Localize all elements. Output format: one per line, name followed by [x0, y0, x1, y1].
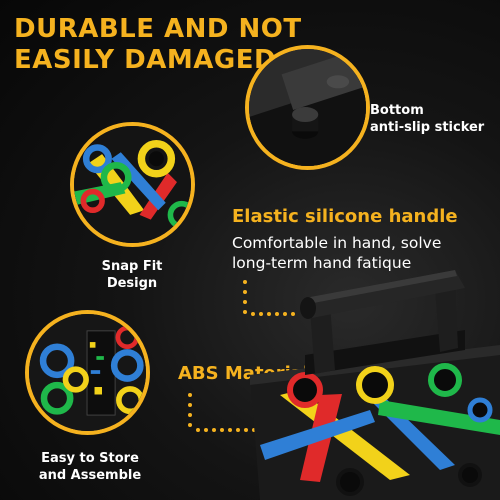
- store-assemble-label: Easy to Store and Assemble: [30, 450, 150, 484]
- headline-line-1: DURABLE AND NOT: [14, 14, 302, 44]
- store-assemble-label-line-1: Easy to Store: [41, 451, 139, 466]
- headline: DURABLE AND NOT EASILY DAMAGED: [14, 14, 302, 76]
- bottom-sticker-label: Bottom anti-slip sticker: [370, 102, 484, 136]
- snap-fit-detail-image: [70, 122, 195, 247]
- bottom-sticker-label-line-2: anti-slip sticker: [370, 120, 485, 135]
- handle-feature-description-line-2: long-term hand fatique: [232, 254, 412, 272]
- store-assemble-label-line-2: and Assemble: [38, 468, 142, 483]
- store-assemble-detail-image: [25, 310, 150, 435]
- handle-feature-title: Elastic silicone handle: [232, 206, 458, 227]
- handle-feature-description: Comfortable in hand, solve long-term han…: [232, 233, 441, 273]
- snap-fit-label-line-1: Snap Fit: [101, 259, 163, 274]
- bottom-sticker-detail-image: [245, 45, 370, 170]
- bottom-sticker-label-line-1: Bottom: [370, 103, 424, 118]
- snap-fit-label-line-2: Design: [106, 276, 158, 291]
- headline-line-2: EASILY DAMAGED: [14, 45, 277, 75]
- push-up-board-image: [250, 270, 500, 500]
- snap-fit-label: Snap Fit Design: [92, 258, 172, 292]
- handle-feature-description-line-1: Comfortable in hand, solve: [232, 234, 442, 252]
